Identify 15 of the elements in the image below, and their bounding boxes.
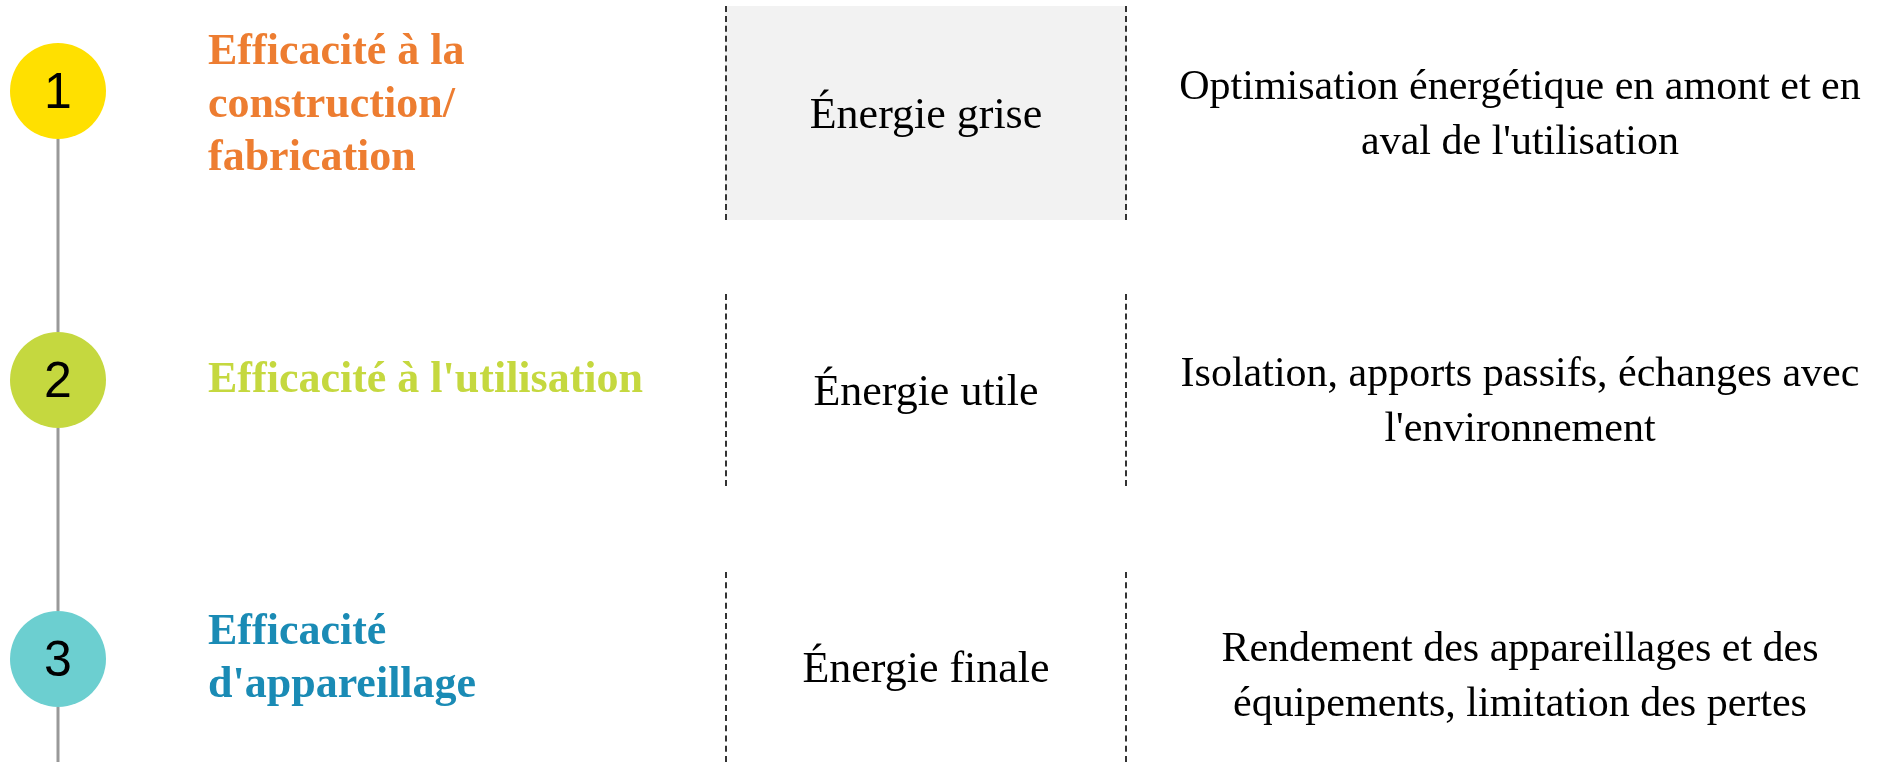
description-text: Rendement des appareillages et des équipements, limitation des pertes [1220, 623, 1820, 727]
step-heading: Efficacité d'appareillage [208, 604, 478, 709]
energy-cell: Énergie utile [725, 294, 1127, 486]
energy-cell: Énergie finale [725, 572, 1127, 762]
connector-line [56, 707, 60, 762]
step-number-circle: 3 [10, 611, 106, 707]
step-heading: Efficacité à la construction/ fabrication [208, 24, 466, 182]
step-heading: Efficacité à l'utilisation [208, 352, 645, 404]
connector-line [56, 139, 60, 332]
step-number-circle: 1 [10, 43, 106, 139]
step-number-circle: 2 [10, 332, 106, 428]
description-text: Optimisation énergétique en amont et en aval de l'utilisation [1178, 61, 1862, 165]
energy-cell: Énergie grise [725, 6, 1127, 220]
connector-line [56, 428, 60, 611]
description-text: Isolation, apports passifs, échanges avec l'environnement [1179, 348, 1861, 452]
